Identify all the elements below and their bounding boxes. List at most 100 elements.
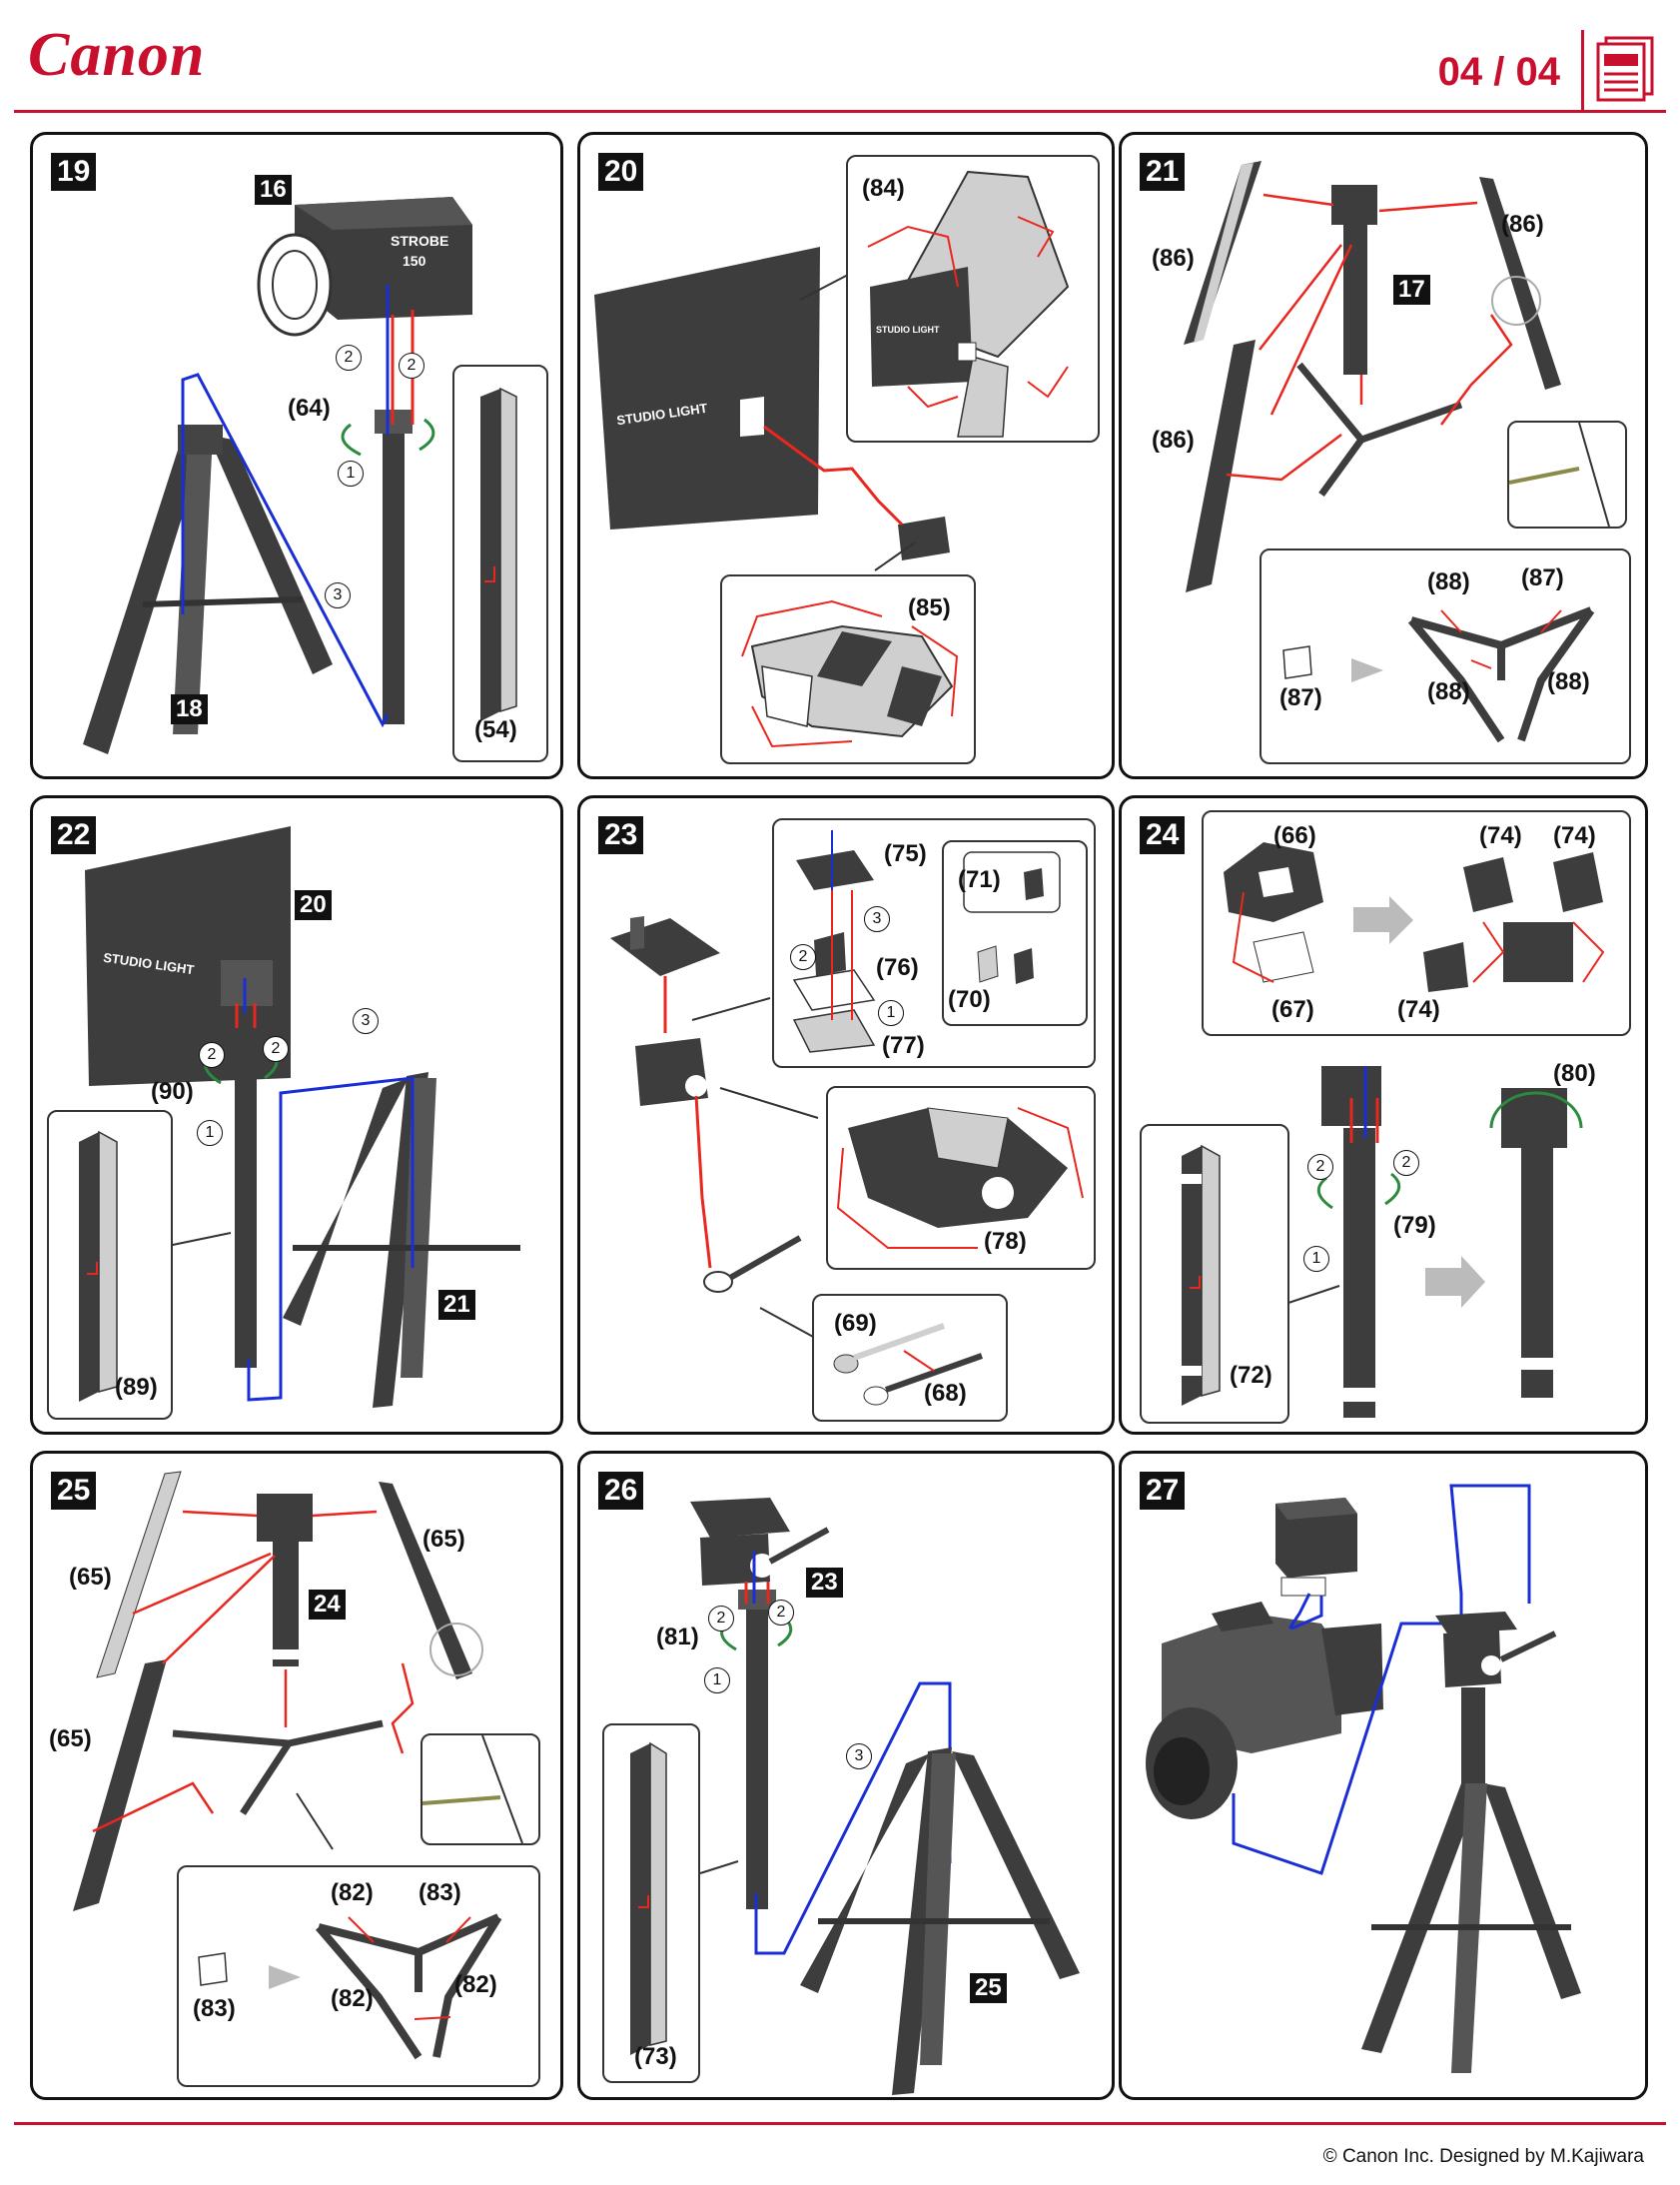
part-78-label: (78) bbox=[984, 1228, 1027, 1255]
part-54-inset bbox=[452, 365, 548, 762]
step-2-marker: 2 bbox=[263, 1036, 289, 1062]
part-89-label: (89) bbox=[115, 1374, 158, 1401]
step-number: 25 bbox=[51, 1472, 97, 1510]
step-26-illustration bbox=[690, 1498, 1080, 2095]
part-75-label: (75) bbox=[884, 840, 927, 867]
step-22-panel: 22 STUDIO LIGHT 20 21 (90) 2 2 1 3 (89) bbox=[30, 795, 563, 1435]
step-1-marker: 1 bbox=[338, 461, 364, 487]
part-68-label: (68) bbox=[924, 1380, 967, 1407]
part-83-label: (83) bbox=[419, 1879, 461, 1906]
part-74-label: (74) bbox=[1553, 822, 1596, 849]
part-20-tag: 20 bbox=[295, 890, 332, 920]
step-1-marker: 1 bbox=[704, 1667, 730, 1693]
step-number: 21 bbox=[1140, 153, 1186, 191]
strobe-label-line2: 150 bbox=[403, 253, 426, 269]
part-72-label: (72) bbox=[1230, 1362, 1272, 1389]
step-2-marker: 2 bbox=[790, 944, 816, 970]
parts-82-83-inset: (82) (83) (83) (82) (82) bbox=[177, 1865, 540, 2087]
part-24-tag: 24 bbox=[309, 1590, 346, 1620]
part-84-inset: (84) STUDIO LIGHT bbox=[846, 155, 1100, 443]
step-23-panel: 23 (75) (76) (77) 3 2 1 (71) (70) bbox=[577, 795, 1115, 1435]
step-21-illustration bbox=[1184, 161, 1561, 592]
step-2-marker: 2 bbox=[1393, 1150, 1419, 1176]
part-65-label: (65) bbox=[69, 1564, 112, 1591]
part-25-tag: 25 bbox=[970, 1973, 1007, 2003]
part-77-label: (77) bbox=[882, 1032, 925, 1059]
part-86-label: (86) bbox=[1501, 211, 1544, 238]
step-2-marker: 2 bbox=[1307, 1154, 1333, 1180]
part-67-label: (67) bbox=[1271, 996, 1314, 1023]
part-90-label: (90) bbox=[151, 1078, 194, 1105]
studio-light-small-text: STUDIO LIGHT bbox=[876, 325, 940, 335]
copyright-text: © Canon Inc. Designed by M.Kajiwara bbox=[1322, 2146, 1644, 2167]
part-18-tag: 18 bbox=[171, 694, 208, 724]
part-21-tag: 21 bbox=[438, 1290, 475, 1320]
step-3-marker: 3 bbox=[325, 582, 351, 608]
canon-logo: Canon bbox=[28, 21, 206, 89]
step-27-illustration bbox=[1146, 1484, 1581, 2073]
step-20-illustration bbox=[594, 247, 950, 571]
step-number: 26 bbox=[598, 1472, 644, 1510]
step-2-marker: 2 bbox=[336, 345, 362, 371]
step-2-marker: 2 bbox=[399, 353, 424, 379]
glue-detail-inset bbox=[1507, 421, 1627, 529]
part-86-label: (86) bbox=[1152, 245, 1195, 272]
part-69-label: (69) bbox=[834, 1310, 877, 1337]
step-number: 22 bbox=[51, 816, 97, 854]
step-22-illustration bbox=[85, 826, 520, 1408]
part-73-label: (73) bbox=[634, 2043, 677, 2070]
part-71-label: (71) bbox=[958, 866, 1001, 893]
step-24-illustration bbox=[1260, 1066, 1583, 1418]
strobe-label-line1: STROBE bbox=[391, 233, 449, 249]
glue-detail-inset bbox=[420, 1733, 540, 1845]
step-19-illustration bbox=[83, 197, 472, 754]
step-1-marker: 1 bbox=[1303, 1246, 1329, 1272]
part-87-label: (87) bbox=[1521, 564, 1564, 591]
step-1-marker: 1 bbox=[878, 1000, 904, 1026]
step-26-panel: 26 23 25 (81) 2 2 1 3 (73) bbox=[577, 1451, 1115, 2100]
part-88-label: (88) bbox=[1427, 568, 1470, 595]
part-88-label: (88) bbox=[1547, 668, 1590, 695]
part-17-tag: 17 bbox=[1393, 275, 1430, 305]
part-65-label: (65) bbox=[49, 1725, 92, 1752]
part-74-label: (74) bbox=[1479, 822, 1522, 849]
step-20-panel: 20 STUDIO LIGHT (84) STUDIO LIGHT (85) bbox=[577, 132, 1115, 779]
step-2-marker: 2 bbox=[708, 1606, 734, 1632]
footer-rule bbox=[14, 2122, 1666, 2125]
document-icon bbox=[1596, 36, 1654, 102]
part-82-label: (82) bbox=[331, 1879, 374, 1906]
part-85-inset: (85) bbox=[720, 574, 976, 764]
part-82-label: (82) bbox=[454, 1971, 497, 1998]
step-2-marker: 2 bbox=[199, 1042, 225, 1068]
step-number: 27 bbox=[1140, 1472, 1186, 1510]
part-65-label: (65) bbox=[422, 1526, 465, 1553]
step-19-panel: 19 16 18 STROBE 150 (64) 2 2 1 3 (54) bbox=[30, 132, 563, 779]
part-79-label: (79) bbox=[1393, 1212, 1436, 1239]
part-70-label: (70) bbox=[948, 986, 991, 1013]
part-88-label: (88) bbox=[1427, 678, 1470, 705]
parts-68-69-inset: (69) (68) bbox=[812, 1294, 1008, 1422]
page-number: 04 / 04 bbox=[1437, 50, 1560, 94]
part-89-inset: (89) bbox=[47, 1110, 173, 1420]
step-3-marker: 3 bbox=[864, 906, 890, 932]
header-rule bbox=[14, 110, 1666, 113]
step-number: 24 bbox=[1140, 816, 1186, 854]
part-82-label: (82) bbox=[331, 1985, 374, 2012]
step-3-marker: 3 bbox=[353, 1008, 379, 1034]
step-number: 23 bbox=[598, 816, 644, 854]
part-54-label: (54) bbox=[474, 716, 517, 743]
step-25-illustration bbox=[73, 1471, 483, 1911]
part-76-label: (76) bbox=[876, 954, 919, 981]
part-86-label: (86) bbox=[1152, 427, 1195, 454]
step-2-marker: 2 bbox=[768, 1600, 794, 1626]
step-21-panel: 21 17 (86) (86) (86) (88) (87) (87) (88)… bbox=[1119, 132, 1648, 779]
step-number: 19 bbox=[51, 153, 97, 191]
part-87-88-inset: (88) (87) (87) (88) (88) bbox=[1260, 548, 1631, 764]
parts-66-74-inset: (66) (74) (74) (67) (74) bbox=[1202, 810, 1631, 1036]
part-73-inset: (73) bbox=[602, 1723, 700, 2083]
part-66-label: (66) bbox=[1273, 822, 1316, 849]
part-74-label: (74) bbox=[1397, 996, 1440, 1023]
step-1-marker: 1 bbox=[197, 1120, 223, 1146]
parts-70-71-subinset: (71) (70) bbox=[942, 840, 1088, 1026]
part-64-label: (64) bbox=[288, 395, 331, 422]
